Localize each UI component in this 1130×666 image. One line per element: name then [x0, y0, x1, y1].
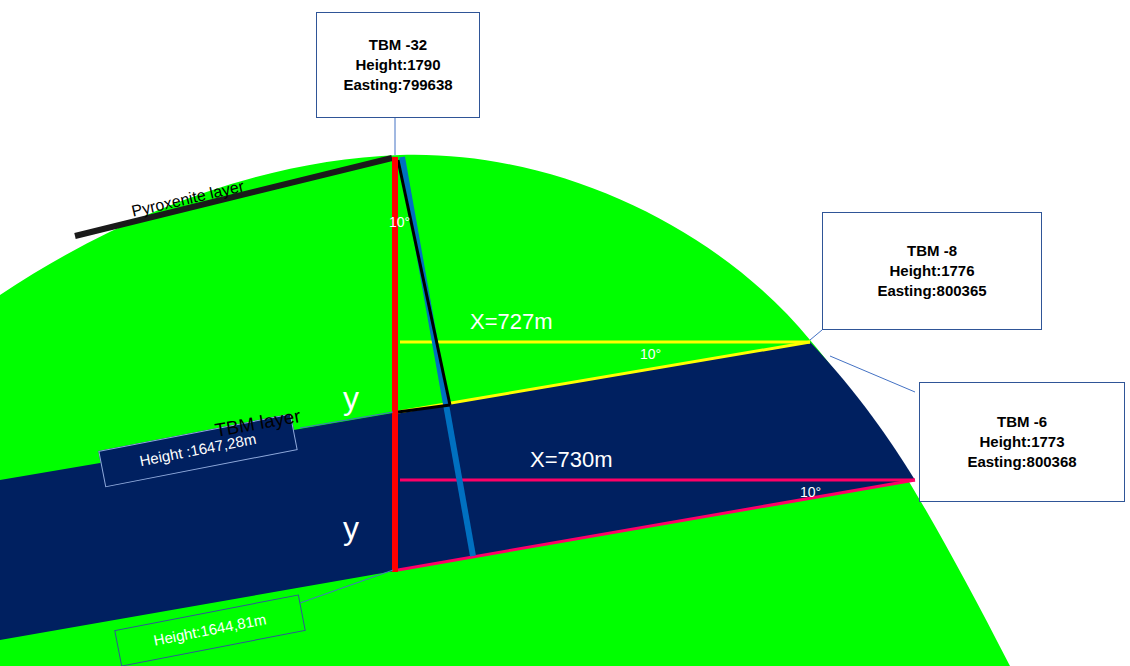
dimension-label: X=727m — [470, 311, 553, 333]
dimension-label: X=730m — [530, 449, 613, 471]
callout-text: Height:1773 — [930, 432, 1114, 452]
callout-box: TBM -6Height:1773Easting:800368 — [919, 382, 1125, 502]
leader-line — [300, 570, 393, 603]
angle-label: 10° — [640, 347, 661, 361]
callout-text: Easting:800365 — [833, 281, 1031, 301]
callout-text: Height:1776 — [833, 261, 1031, 281]
leader-line — [810, 330, 822, 340]
leader-line — [830, 356, 915, 392]
callout-box: TBM -32Height:1790Easting:799638 — [316, 12, 480, 118]
dip-line — [398, 342, 810, 412]
callout-text: TBM -6 — [930, 412, 1114, 432]
angle-label: 10° — [800, 485, 821, 499]
dimension-label: y — [343, 382, 359, 414]
pyroxenite-line — [75, 158, 392, 236]
leader-line — [300, 412, 393, 428]
tbm-band — [0, 342, 915, 640]
leader-line — [395, 118, 396, 155]
triangle-side — [398, 160, 450, 405]
callout-text: TBM -8 — [833, 241, 1031, 261]
horizontal-line — [400, 341, 810, 344]
triangle-side — [398, 405, 450, 412]
callout-text: Height:1790 — [327, 55, 469, 75]
dip-line — [398, 480, 915, 570]
angle-label: 10° — [389, 215, 410, 229]
callout-box: TBM -8Height:1776Easting:800365 — [822, 212, 1042, 330]
callout-text: TBM -32 — [327, 35, 469, 55]
dimension-label: y — [343, 512, 359, 544]
callout-text: Easting:799638 — [327, 75, 469, 95]
callout-text: Easting:800368 — [930, 452, 1114, 472]
drill-line — [402, 157, 473, 556]
horizontal-line — [400, 479, 915, 482]
